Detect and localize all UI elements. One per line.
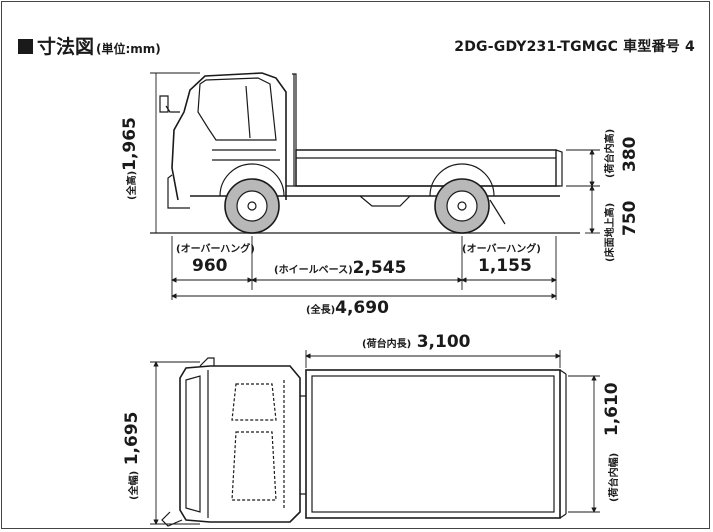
bed-inner-width-dim: (荷台内幅) 1,610 xyxy=(602,382,622,502)
truck-top-view xyxy=(161,357,567,527)
title-unit: (単位:mm) xyxy=(96,42,161,56)
title-text: 寸法図 xyxy=(37,36,95,58)
rear-overhang-value: 1,155 xyxy=(478,256,532,276)
drawing-title: 寸法図 (単位:mm) xyxy=(18,32,161,58)
side-dimension-lines xyxy=(150,72,600,300)
bed-inner-length-dim: (荷台内長) 3,100 xyxy=(362,332,471,352)
overall-length-dim: (全長)4,690 xyxy=(306,298,389,318)
front-overhang-value: 960 xyxy=(192,256,228,276)
front-overhang-label: (オーバーハング) xyxy=(176,244,255,255)
title-square-icon xyxy=(18,39,33,54)
bed-inner-height-dim: (荷台内高) xyxy=(605,128,616,178)
rear-overhang-label: (オーバーハング) xyxy=(462,244,541,255)
overall-width-dim: (全幅) 1,695 xyxy=(122,411,142,501)
top-dimension-lines xyxy=(150,350,600,525)
bed-floor-height-dim: (床面地上高) xyxy=(605,202,616,262)
bed-inner-height-value: 380 xyxy=(620,136,640,173)
truck-side-view xyxy=(150,72,580,234)
bed-floor-height-value: 750 xyxy=(620,200,640,237)
overall-height-dim: (全高)1,965 xyxy=(120,117,140,200)
wheelbase-dim: (ホイールベース)2,545 xyxy=(274,258,407,278)
model-number: 2DG-GDY231-TGMGC 車型番号 4 xyxy=(454,39,695,55)
